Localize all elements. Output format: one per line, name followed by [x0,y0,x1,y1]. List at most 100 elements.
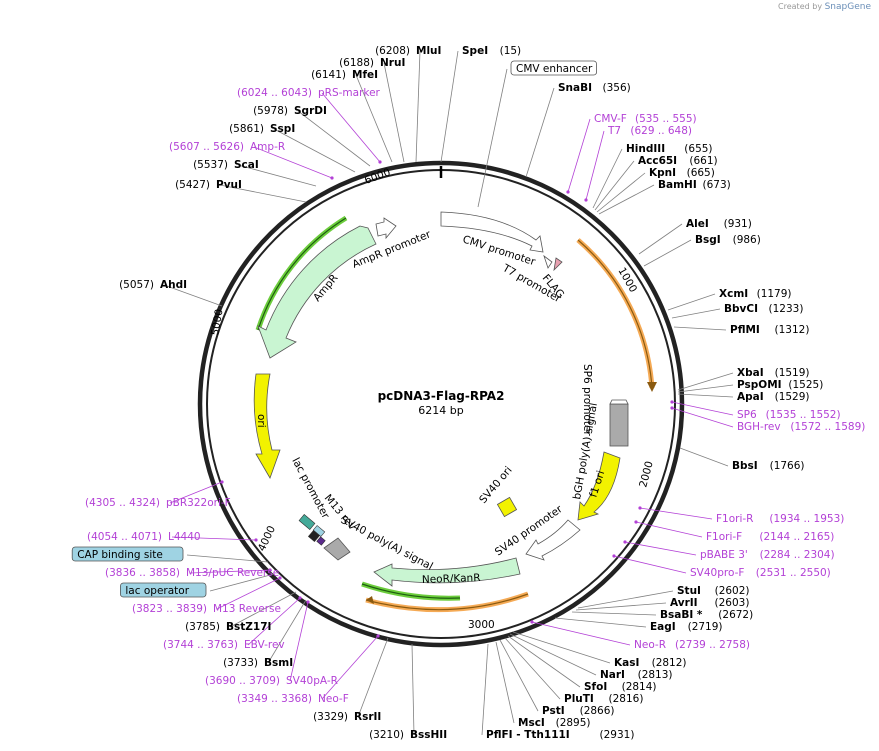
site-cmv-enhancer-leader [477,68,508,208]
site-bamhi[interactable]: BamHI(673) [598,179,731,215]
site-mlui[interactable]: MluI(6208) [375,45,441,163]
site-pspomi[interactable]: PspOMI(1525) [677,379,823,393]
site-eagi[interactable]: EagI(2719) [554,617,723,633]
site-cmv-f-mark [566,190,570,194]
site-ebv-rev-name: EBV-rev [244,639,285,651]
site-t7-leader [585,130,605,201]
site-bstz17i[interactable]: BstZ17I(3785) [185,591,297,633]
site-sgrdi-pos: (5978) [253,105,288,117]
site-mfei-pos: (6141) [311,69,346,81]
site-scai[interactable]: ScaI(5537) [193,159,317,187]
feature-cap-site[interactable] [316,536,326,546]
feature-flag[interactable] [553,257,563,272]
site-kpni[interactable]: KpnI(665) [596,167,715,213]
site-acc65i[interactable]: Acc65I(661) [594,155,718,211]
site-sp6-leader [671,401,734,416]
site-cmv-f-pos: (535 .. 555) [635,113,697,125]
site-f1ori-f[interactable]: F1ori-F(2144 .. 2165) [634,520,834,543]
site-lac-operator-box [120,582,207,598]
site-msci[interactable]: MscI(2895) [495,641,591,729]
site-bamhi-leader [598,184,655,215]
site-sv40pa-r[interactable]: SV40pA-R(3690 .. 3709) [205,600,338,687]
feature-bgh-polya[interactable] [609,403,629,447]
feature-sv40-ori[interactable] [496,496,518,518]
site-nrui[interactable]: NruI(6188) [339,57,405,163]
site-avrii-name: AvrII [670,597,698,609]
site-cap-binding-site[interactable]: CAP binding site [71,546,269,563]
site-sp6[interactable]: SP6(1535 .. 1552) [670,400,841,421]
site-amp-r[interactable]: Amp-R(5607 .. 5626) [169,141,334,180]
site-pspomi-name: PspOMI [737,379,782,391]
site-l4440[interactable]: L4440(4054 .. 4071) [87,531,258,543]
site-bsmi[interactable]: BsmI(3733) [223,599,307,669]
site-bsgi[interactable]: BsgI(986) [643,234,761,267]
site-bbsi[interactable]: BbsI(1766) [679,447,805,472]
site-mfei[interactable]: MfeI(6141) [311,69,393,163]
site-ahdi-name: AhdI [160,279,187,291]
feature-sv40-polya[interactable] [323,537,351,561]
site-avrii-pos: (2603) [715,597,750,609]
site-kasi-name: KasI [614,657,639,669]
site-stui[interactable]: StuI(2602) [577,585,750,609]
site-ahdi[interactable]: AhdI(5057) [119,279,223,307]
site-avrii[interactable]: AvrII (2603) [575,597,750,611]
feature-ori[interactable] [253,373,281,479]
site-t7[interactable]: T7(629 .. 648) [584,125,692,202]
site-lac-operator[interactable]: lac operator [120,573,275,598]
feature-cmv-promoter[interactable] [440,211,544,253]
site-f1ori-r[interactable]: F1ori-R(1934 .. 1953) [638,506,844,525]
site-f1ori-f-leader [635,521,703,538]
site-pvui[interactable]: PvuI(5427) [175,179,307,203]
feature-sv40-promoter[interactable] [525,519,581,561]
site-sgrdi[interactable]: SgrDI(5978) [253,105,371,167]
site-sfoi-name: SfoI [584,681,607,693]
feature-ampr-promoter[interactable] [375,217,397,240]
site-neo-r[interactable]: Neo-R(2739 .. 2758) [530,620,750,651]
site-spei[interactable]: SpeI(15) [440,45,521,163]
site-kasi[interactable]: KasI(2812) [512,631,687,669]
site-ebv-rev[interactable]: EBV-rev(3744 .. 3763) [163,596,302,651]
site-pbabe-3[interactable]: pBABE 3'(2284 .. 2304) [623,540,835,561]
site-pbr322ori-f[interactable]: pBR322ori-F(4305 .. 4324) [85,480,231,509]
site-bsshii-name: BssHII [410,729,447,741]
feature-m13-rev[interactable] [298,514,316,530]
label-lac-promoter: lac promoter [289,456,331,522]
orf-arc-rpa2-head [647,382,657,392]
site-pluti[interactable]: PluTI(2816) [504,637,643,705]
site-snabi[interactable]: SnaBI(356) [525,82,631,178]
site-bsshii[interactable]: BssHII(3210) [369,643,447,741]
site-cmv-enhancer[interactable]: CMV enhancer [477,60,597,208]
site-sspi-pos: (5861) [229,123,264,135]
feature-t7-promoter[interactable] [543,254,553,269]
site-xbai[interactable]: XbaI(1519) [677,367,810,391]
site-psti[interactable]: PstI(2866) [499,639,615,717]
site-xcmi[interactable]: XcmI(1179) [667,288,792,311]
feature-f1-ori[interactable] [577,451,621,521]
site-bgh-rev-mark [670,406,674,410]
site-apai[interactable]: ApaI(1529) [677,391,810,403]
site-sv40pro-f[interactable]: SV40pro-F(2531 .. 2550) [612,554,831,579]
feature-lac-promoter[interactable] [307,529,321,543]
site-bgh-rev[interactable]: BGH-rev(1572 .. 1589) [670,406,865,433]
site-m13-reverse[interactable]: M13 Reverse(3823 .. 3839) [132,576,282,615]
site-msci-name: MscI [518,717,545,729]
site-bsabi[interactable]: BsaBI *(2672) [571,609,753,621]
site-sfoi[interactable]: SfoI(2814) [507,635,657,693]
site-pflfi-tth111i[interactable]: PflFI - Tth111I(2931) [481,643,634,741]
feature-sp6-promoter[interactable] [609,399,629,405]
site-nari[interactable]: NarI(2813) [509,633,673,681]
site-pflmi[interactable]: PflMI(1312) [673,324,809,336]
feature-neor[interactable] [373,557,521,587]
site-m13-puc-reverse[interactable]: M13/pUC Reverse(3836 .. 3858) [105,567,279,579]
site-bbvci[interactable]: BbvCI(1233) [671,303,803,319]
site-hindiii[interactable]: HindIII(655) [592,143,713,209]
site-alei[interactable]: AleI(931) [638,218,752,255]
site-sspi[interactable]: SspI(5861) [229,123,356,173]
feature-ampr[interactable] [257,225,377,359]
site-eagi-pos: (2719) [688,621,723,633]
site-cmv-f[interactable]: CMV-F(535 .. 555) [566,113,697,194]
site-neo-f[interactable]: Neo-F(3349 .. 3368) [237,634,380,705]
site-rsrii[interactable]: RsrII(3329) [313,637,389,723]
tick-label-4000: 4000 [256,524,278,553]
site-avrii-leader [575,602,667,611]
